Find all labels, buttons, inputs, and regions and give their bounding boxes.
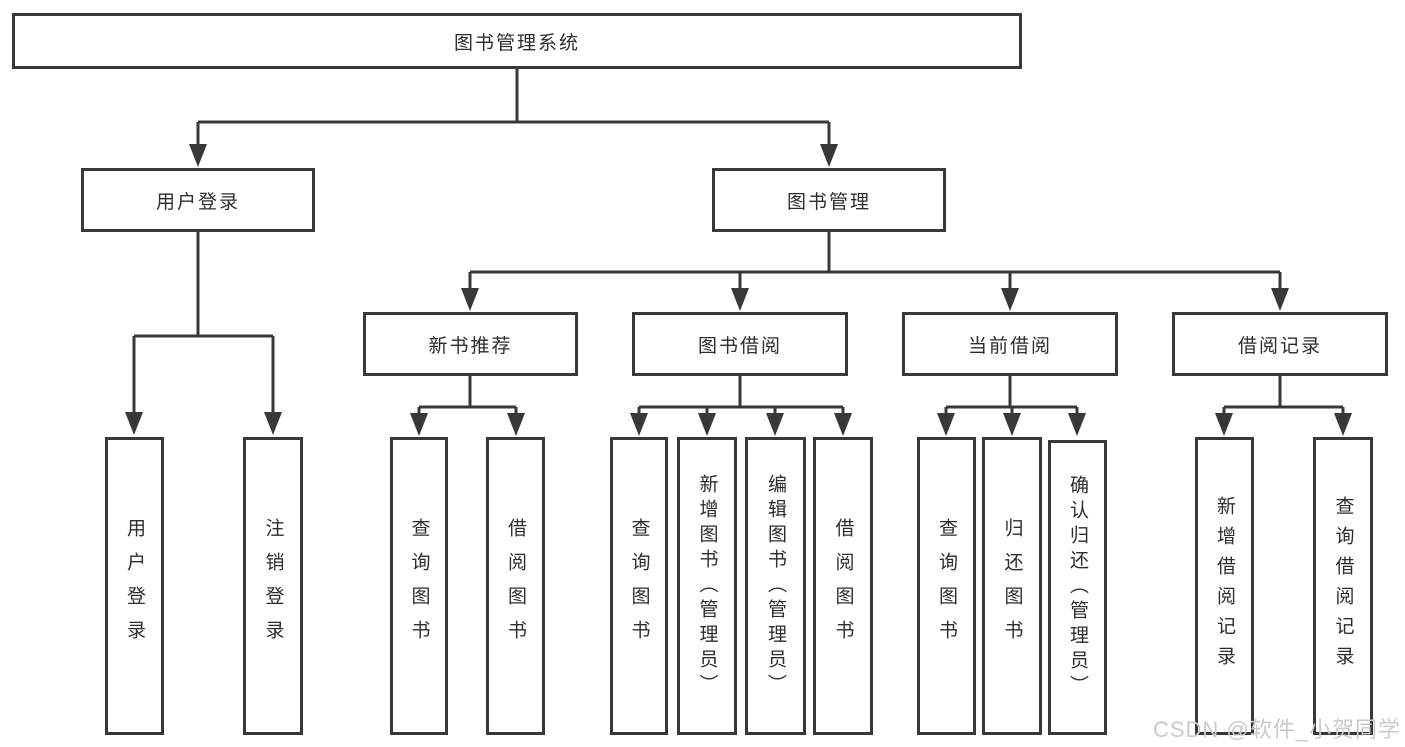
leaf-bb-borrow-books: 借阅图书 [813,437,873,735]
leaf-nb-borrow-books: 借阅图书 [486,437,545,735]
csdn-watermark: CSDN @软件_小贺同学 [1152,717,1401,742]
node-label: 借阅图书 [832,518,854,654]
node-label: 编辑图书（管理员） [765,473,786,699]
node-label: 借阅图书 [505,518,526,654]
leaf-logout: 注销登录 [243,437,303,735]
node-label: 新增借阅记录 [1214,496,1235,676]
leaf-br-add-record: 新增借阅记录 [1195,437,1254,735]
node-label: 确认归还（管理员） [1067,475,1088,700]
node-book-borrowing: 图书借阅 [632,312,848,376]
node-label: 图书管理 [786,191,871,213]
leaf-cb-confirm-return-admin: 确认归还（管理员） [1048,440,1107,735]
node-book-management-system: 图书管理系统 [12,13,1022,69]
node-new-book-recommend: 新书推荐 [363,312,578,376]
leaf-bb-edit-books-admin: 编辑图书（管理员） [745,437,806,735]
node-label: 新书推荐 [428,335,513,357]
node-current-borrowing: 当前借阅 [902,312,1118,376]
node-label: 查询图书 [408,518,430,654]
leaf-bb-query-books: 查询图书 [610,437,668,735]
arrowheads [125,144,1352,436]
node-label: 当前借阅 [967,335,1052,357]
node-label: 查询图书 [628,518,650,654]
node-book-management: 图书管理 [712,168,946,232]
node-label: 图书借阅 [697,335,782,357]
leaf-user-login: 用户登录 [105,437,164,735]
leaf-nb-query-books: 查询图书 [390,437,448,735]
leaf-cb-return-books: 归还图书 [982,437,1042,735]
node-label: 用户登录 [124,518,145,654]
leaf-cb-query-books: 查询图书 [917,437,976,735]
node-label: 归还图书 [1001,518,1023,654]
node-label: 查询图书 [936,518,957,654]
node-label: 新增图书（管理员） [696,473,718,699]
node-label: 注销登录 [262,518,284,654]
leaf-br-query-record: 查询借阅记录 [1313,437,1373,735]
node-borrowing-records: 借阅记录 [1172,312,1388,376]
node-label: 图书管理系统 [453,32,580,54]
node-label: 查询借阅记录 [1332,496,1354,676]
node-label: 用户登录 [155,191,240,213]
node-user-login: 用户登录 [81,168,315,232]
leaf-bb-add-books-admin: 新增图书（管理员） [677,437,737,735]
node-label: 借阅记录 [1237,335,1322,357]
